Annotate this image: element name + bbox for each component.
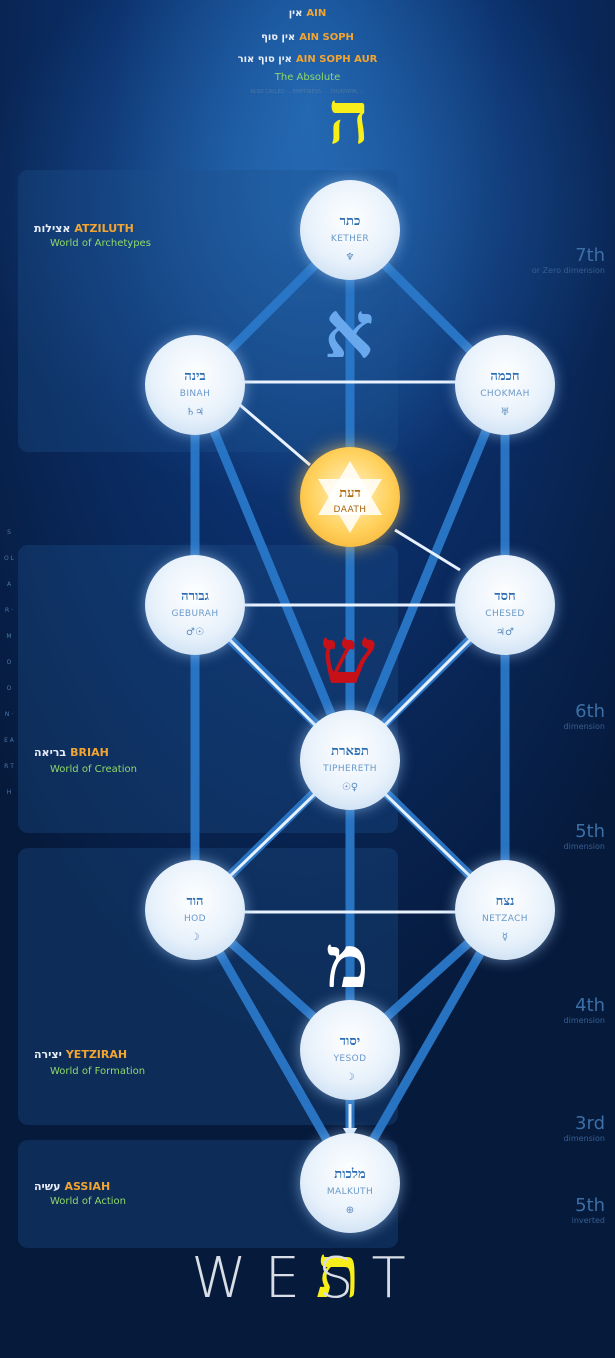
overlay-letter-shin: ש <box>320 611 376 702</box>
ain-soph-aur-hebrew: אין סוף אור <box>237 54 292 65</box>
sephirah-malkuth[interactable]: מלכות MALKUTH ⊕ <box>300 1133 400 1233</box>
daath-name: DAATH <box>333 505 367 515</box>
earth-icon: ⊕ <box>345 1205 355 1216</box>
mars-sun-icon: ♂☉ <box>186 627 204 638</box>
overlay-letter-tav: ת <box>316 1229 360 1314</box>
ain-english: AIN <box>306 8 327 19</box>
sephirah-yesod[interactable]: יסוד YESOD ☽ <box>300 1000 400 1100</box>
netzach-hebrew: נצח <box>495 894 515 909</box>
saturn-jupiter-icon: ♄♃ <box>186 407 204 418</box>
jupiter-mars-icon: ♃♂ <box>496 627 514 638</box>
sephirah-chesed[interactable]: חסד CHESED ♃♂ <box>455 555 555 655</box>
netzach-name: NETZACH <box>482 914 528 924</box>
sephirah-geburah[interactable]: גבורה GEBURAH ♂☉ <box>145 555 245 655</box>
daath-hebrew: דעת <box>339 486 361 501</box>
ain-hebrew: אין <box>288 8 303 19</box>
world-assiah-subtitle: World of Action <box>50 1196 126 1207</box>
side-vertical-text: S O L A R · M O O N · E A R T H <box>4 529 14 796</box>
ain-soph-hebrew: אין סוף <box>261 32 296 43</box>
sephirah-binah[interactable]: בינה BINAH ♄♃ <box>145 335 245 435</box>
direction-west-label: WEST <box>191 1246 424 1311</box>
star-of-david-icon <box>318 461 382 533</box>
uranus-icon: ♅ <box>500 407 510 418</box>
hod-name: HOD <box>184 914 206 924</box>
malkuth-name: MALKUTH <box>326 1187 374 1197</box>
chesed-hebrew: חסד <box>494 589 516 604</box>
overlay-letter-he: ה <box>328 75 370 160</box>
sun-venus-icon: ☉♀ <box>341 782 359 793</box>
world-briah-subtitle: World of Creation <box>50 764 137 775</box>
kether-name: KETHER <box>330 234 370 244</box>
moon-icon: ☽ <box>345 1072 355 1083</box>
sephirah-chokmah[interactable]: חכמה CHOKMAH ♅ <box>455 335 555 435</box>
binah-name: BINAH <box>179 389 211 399</box>
hod-hebrew: הוד <box>186 894 204 909</box>
binah-hebrew: בינה <box>184 369 206 384</box>
absolute-note: ALSO CALLED ... EMPTINESS, ... SHUNYATA,… <box>250 89 365 95</box>
moon-icon: ☽ <box>190 932 200 943</box>
sephirah-daath[interactable]: דעת DAATH <box>300 447 400 547</box>
yesod-hebrew: יסוד <box>339 1034 361 1049</box>
chesed-name: CHESED <box>485 609 525 619</box>
geburah-hebrew: גבורה <box>181 589 209 604</box>
chokmah-hebrew: חכמה <box>490 369 520 384</box>
world-yetzirah-subtitle: World of Formation <box>50 1066 146 1077</box>
the-absolute-label: The Absolute <box>274 72 341 83</box>
tiphereth-name: TIPHERETH <box>323 764 377 774</box>
neptune-icon: ♆ <box>345 252 355 263</box>
sephirah-tiphereth[interactable]: תפארת TIPHERETH ☉♀ <box>300 710 400 810</box>
ain-soph-aur-english: AIN SOPH AUR <box>295 54 378 65</box>
kether-hebrew: כתר <box>339 214 361 229</box>
geburah-name: GEBURAH <box>171 609 219 619</box>
world-atziluth-subtitle: World of Archetypes <box>50 238 151 249</box>
ain-soph-english: AIN SOPH <box>299 32 354 43</box>
tiphereth-hebrew: תפארת <box>331 744 369 759</box>
malkuth-hebrew: מלכות <box>334 1167 366 1182</box>
overlay-letter-aleph: א <box>324 285 375 376</box>
sephirah-hod[interactable]: הוד HOD ☽ <box>145 860 245 960</box>
chokmah-name: CHOKMAH <box>480 389 530 399</box>
sephirah-kether[interactable]: כתר KETHER ♆ <box>300 180 400 280</box>
sephirah-netzach[interactable]: נצח NETZACH ☿ <box>455 860 555 960</box>
overlay-letter-mem: מ <box>326 919 369 1004</box>
mercury-icon: ☿ <box>501 932 509 943</box>
yesod-name: YESOD <box>333 1054 367 1064</box>
